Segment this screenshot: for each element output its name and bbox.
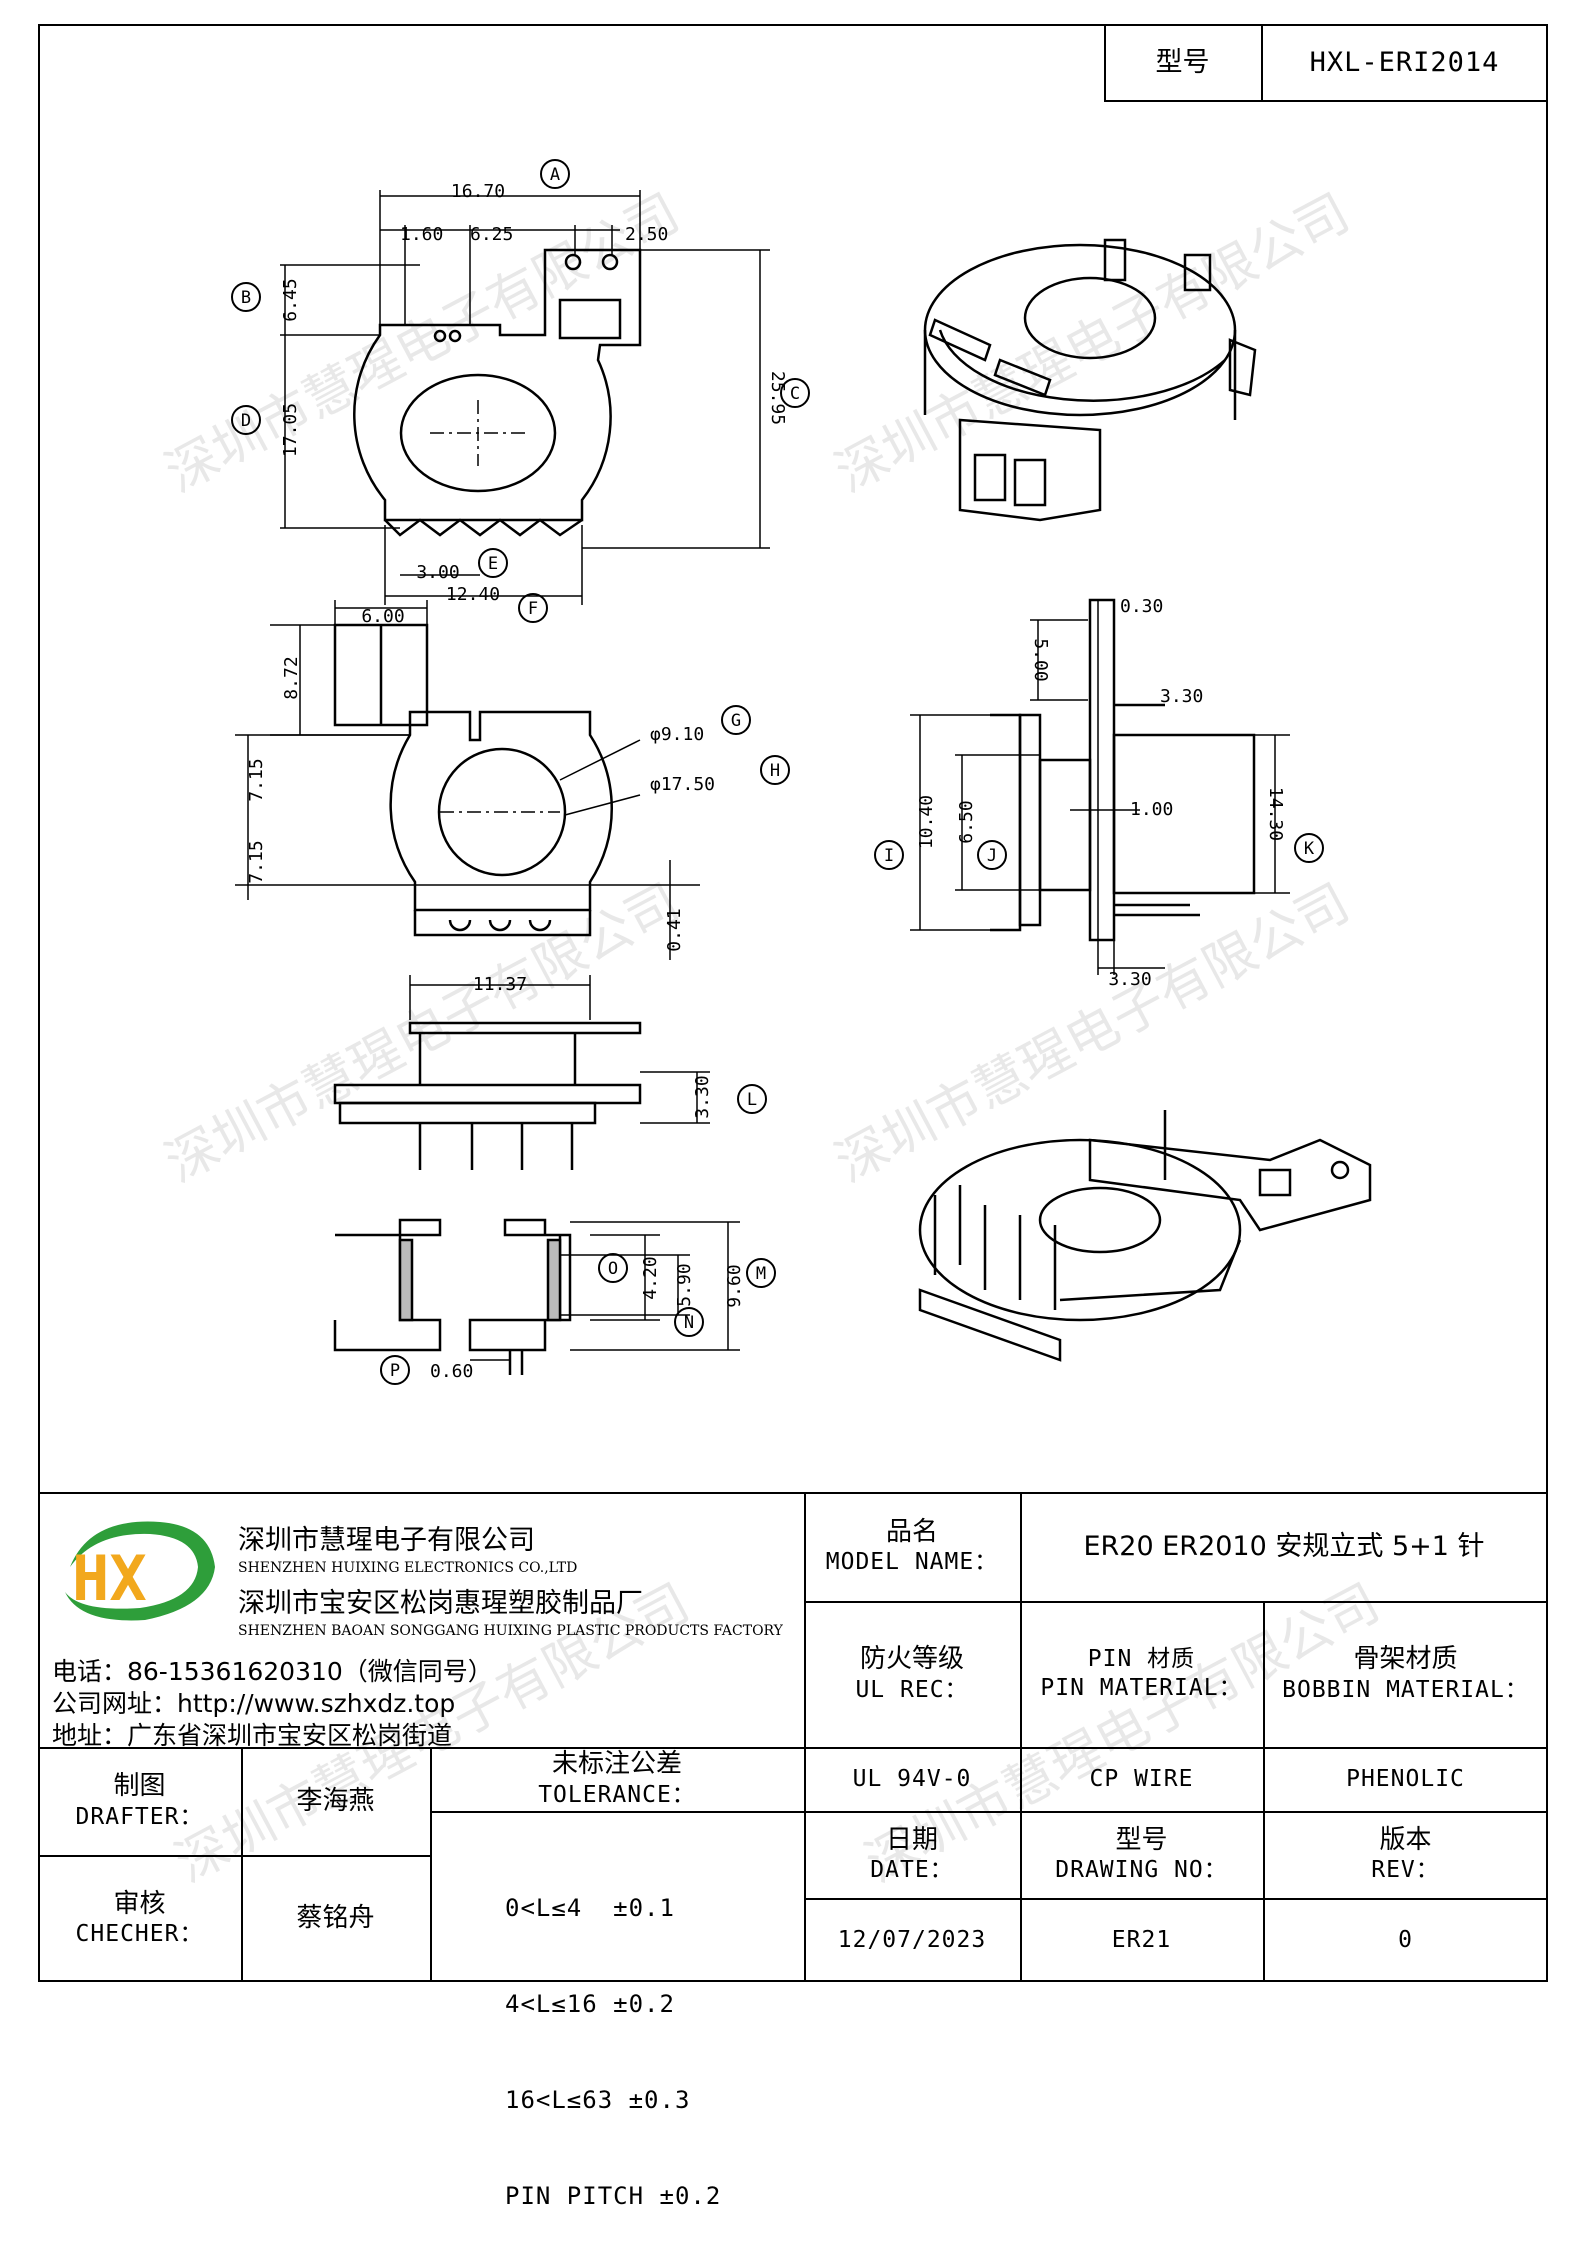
dim-2-50: 2.50 — [625, 224, 668, 245]
dim-letter-o: O — [608, 1259, 618, 1279]
dim-letter-n: N — [684, 1313, 694, 1333]
dim-letter-e: E — [488, 554, 498, 574]
tolerance-list: 0<L≤4 ±0.1 4<L≤16 ±0.2 16<L≤63 ±0.3 PIN … — [505, 1828, 721, 2244]
company-address: 地址：广东省深圳市宝安区松岗街道 — [52, 1721, 453, 1750]
dim-letter-d: D — [241, 411, 251, 431]
dim-5-00: 5.00 — [1030, 638, 1051, 681]
model-type-box — [1104, 24, 1548, 102]
dim-letter-h: H — [770, 761, 780, 781]
dim-3-30-c: 3.30 — [692, 1075, 713, 1118]
model-type-label: 型号 — [1155, 47, 1210, 79]
dim-6-45: 6.45 — [280, 278, 301, 321]
logo-text: HX — [72, 1542, 147, 1615]
tolerance-line: 4<L≤16 ±0.2 — [505, 1990, 675, 2018]
company-logo: HX — [65, 1521, 215, 1621]
dim-25-95: 25.95 — [767, 371, 788, 425]
technical-drawing: A B C D E F G H I J K L M N O P 16.70 1.… — [231, 159, 1372, 1385]
dim-letter-k: K — [1304, 839, 1315, 859]
factory-name-cn: 深圳市宝安区松岗惠瑆塑胶制品厂 — [238, 1588, 643, 1619]
tolerance-line: 16<L≤63 ±0.3 — [505, 2086, 691, 2114]
tolerance-line: PIN PITCH ±0.2 — [505, 2182, 722, 2210]
drafter-value: 李海燕 — [296, 1785, 375, 1816]
dim-letter-i: I — [884, 846, 894, 866]
dim-1-00: 1.00 — [1130, 799, 1173, 820]
dim-letter-m: M — [756, 1264, 766, 1284]
dim-letter-p: P — [390, 1361, 400, 1381]
dim-0-41: 0.41 — [664, 908, 685, 951]
model-type-value: HXL-ERI2014 — [1309, 47, 1500, 79]
dim-phi-9-10: φ9.10 — [650, 724, 704, 745]
company-website: 公司网址：http://www.szhxdz.top — [52, 1689, 456, 1718]
dim-phi-17-50: φ17.50 — [650, 774, 715, 795]
dim-8-72: 8.72 — [281, 656, 302, 699]
dim-6-50: 6.50 — [956, 800, 977, 843]
date-value: 12/07/2023 — [837, 1926, 987, 1953]
dim-1-60: 1.60 — [400, 224, 443, 245]
company-name-en: SHENZHEN HUIXING ELECTRONICS CO.,LTD — [238, 1560, 578, 1576]
dim-letter-j: J — [987, 846, 997, 866]
dim-11-37: 11.37 — [473, 974, 527, 995]
drawing-no-value: ER21 — [1111, 1926, 1172, 1953]
dim-7-15-bottom: 7.15 — [246, 840, 267, 883]
tolerance-line: 0<L≤4 ±0.1 — [505, 1894, 675, 1922]
dim-14-30: 14.30 — [1265, 787, 1286, 841]
model-name-value: ER20 ER2010 安规立式 5+1 针 — [1083, 1530, 1485, 1562]
dim-12-40: 12.40 — [446, 584, 500, 605]
dim-7-15-top: 7.15 — [246, 758, 267, 801]
dim-17-05: 17.05 — [280, 403, 301, 457]
dim-letter-c: C — [790, 384, 800, 404]
dim-letter-f: F — [528, 599, 538, 619]
pin-material-value: CP WIRE — [1089, 1765, 1194, 1792]
fire-rating-value: UL 94V-0 — [852, 1765, 972, 1792]
rev-value: 0 — [1398, 1926, 1413, 1953]
dim-16-70: 16.70 — [451, 181, 505, 202]
dim-4-20: 4.20 — [640, 1256, 661, 1299]
dim-3-30-b: 3.30 — [1108, 969, 1151, 990]
dim-9-60: 9.60 — [724, 1264, 745, 1307]
checker-value: 蔡铭舟 — [296, 1903, 375, 1934]
factory-name-en: SHENZHEN BAOAN SONGGANG HUIXING PLASTIC … — [238, 1623, 783, 1639]
dim-3-30-a: 3.30 — [1160, 686, 1203, 707]
dim-3-00: 3.00 — [416, 562, 459, 583]
dim-0-30: 0.30 — [1120, 596, 1163, 617]
bobbin-material-value: PHENOLIC — [1346, 1765, 1465, 1792]
model-name-label: 品名 MODEL NAME： — [825, 1516, 999, 1576]
dim-6-25: 6.25 — [470, 224, 513, 245]
dim-6-00: 6.00 — [361, 606, 404, 627]
dim-10-40: 10.40 — [916, 795, 937, 849]
company-phone: 电话：86-15361620310（微信同号） — [52, 1657, 493, 1686]
dim-letter-l: L — [747, 1090, 757, 1110]
dim-letter-a: A — [550, 165, 560, 185]
drawing-frame — [38, 24, 1548, 1982]
company-name-cn: 深圳市慧瑆电子有限公司 — [238, 1525, 535, 1556]
dim-0-60: 0.60 — [430, 1361, 473, 1382]
dim-5-90: 5.90 — [674, 1263, 695, 1306]
dim-letter-g: G — [731, 711, 741, 731]
dim-letter-b: B — [241, 288, 251, 308]
